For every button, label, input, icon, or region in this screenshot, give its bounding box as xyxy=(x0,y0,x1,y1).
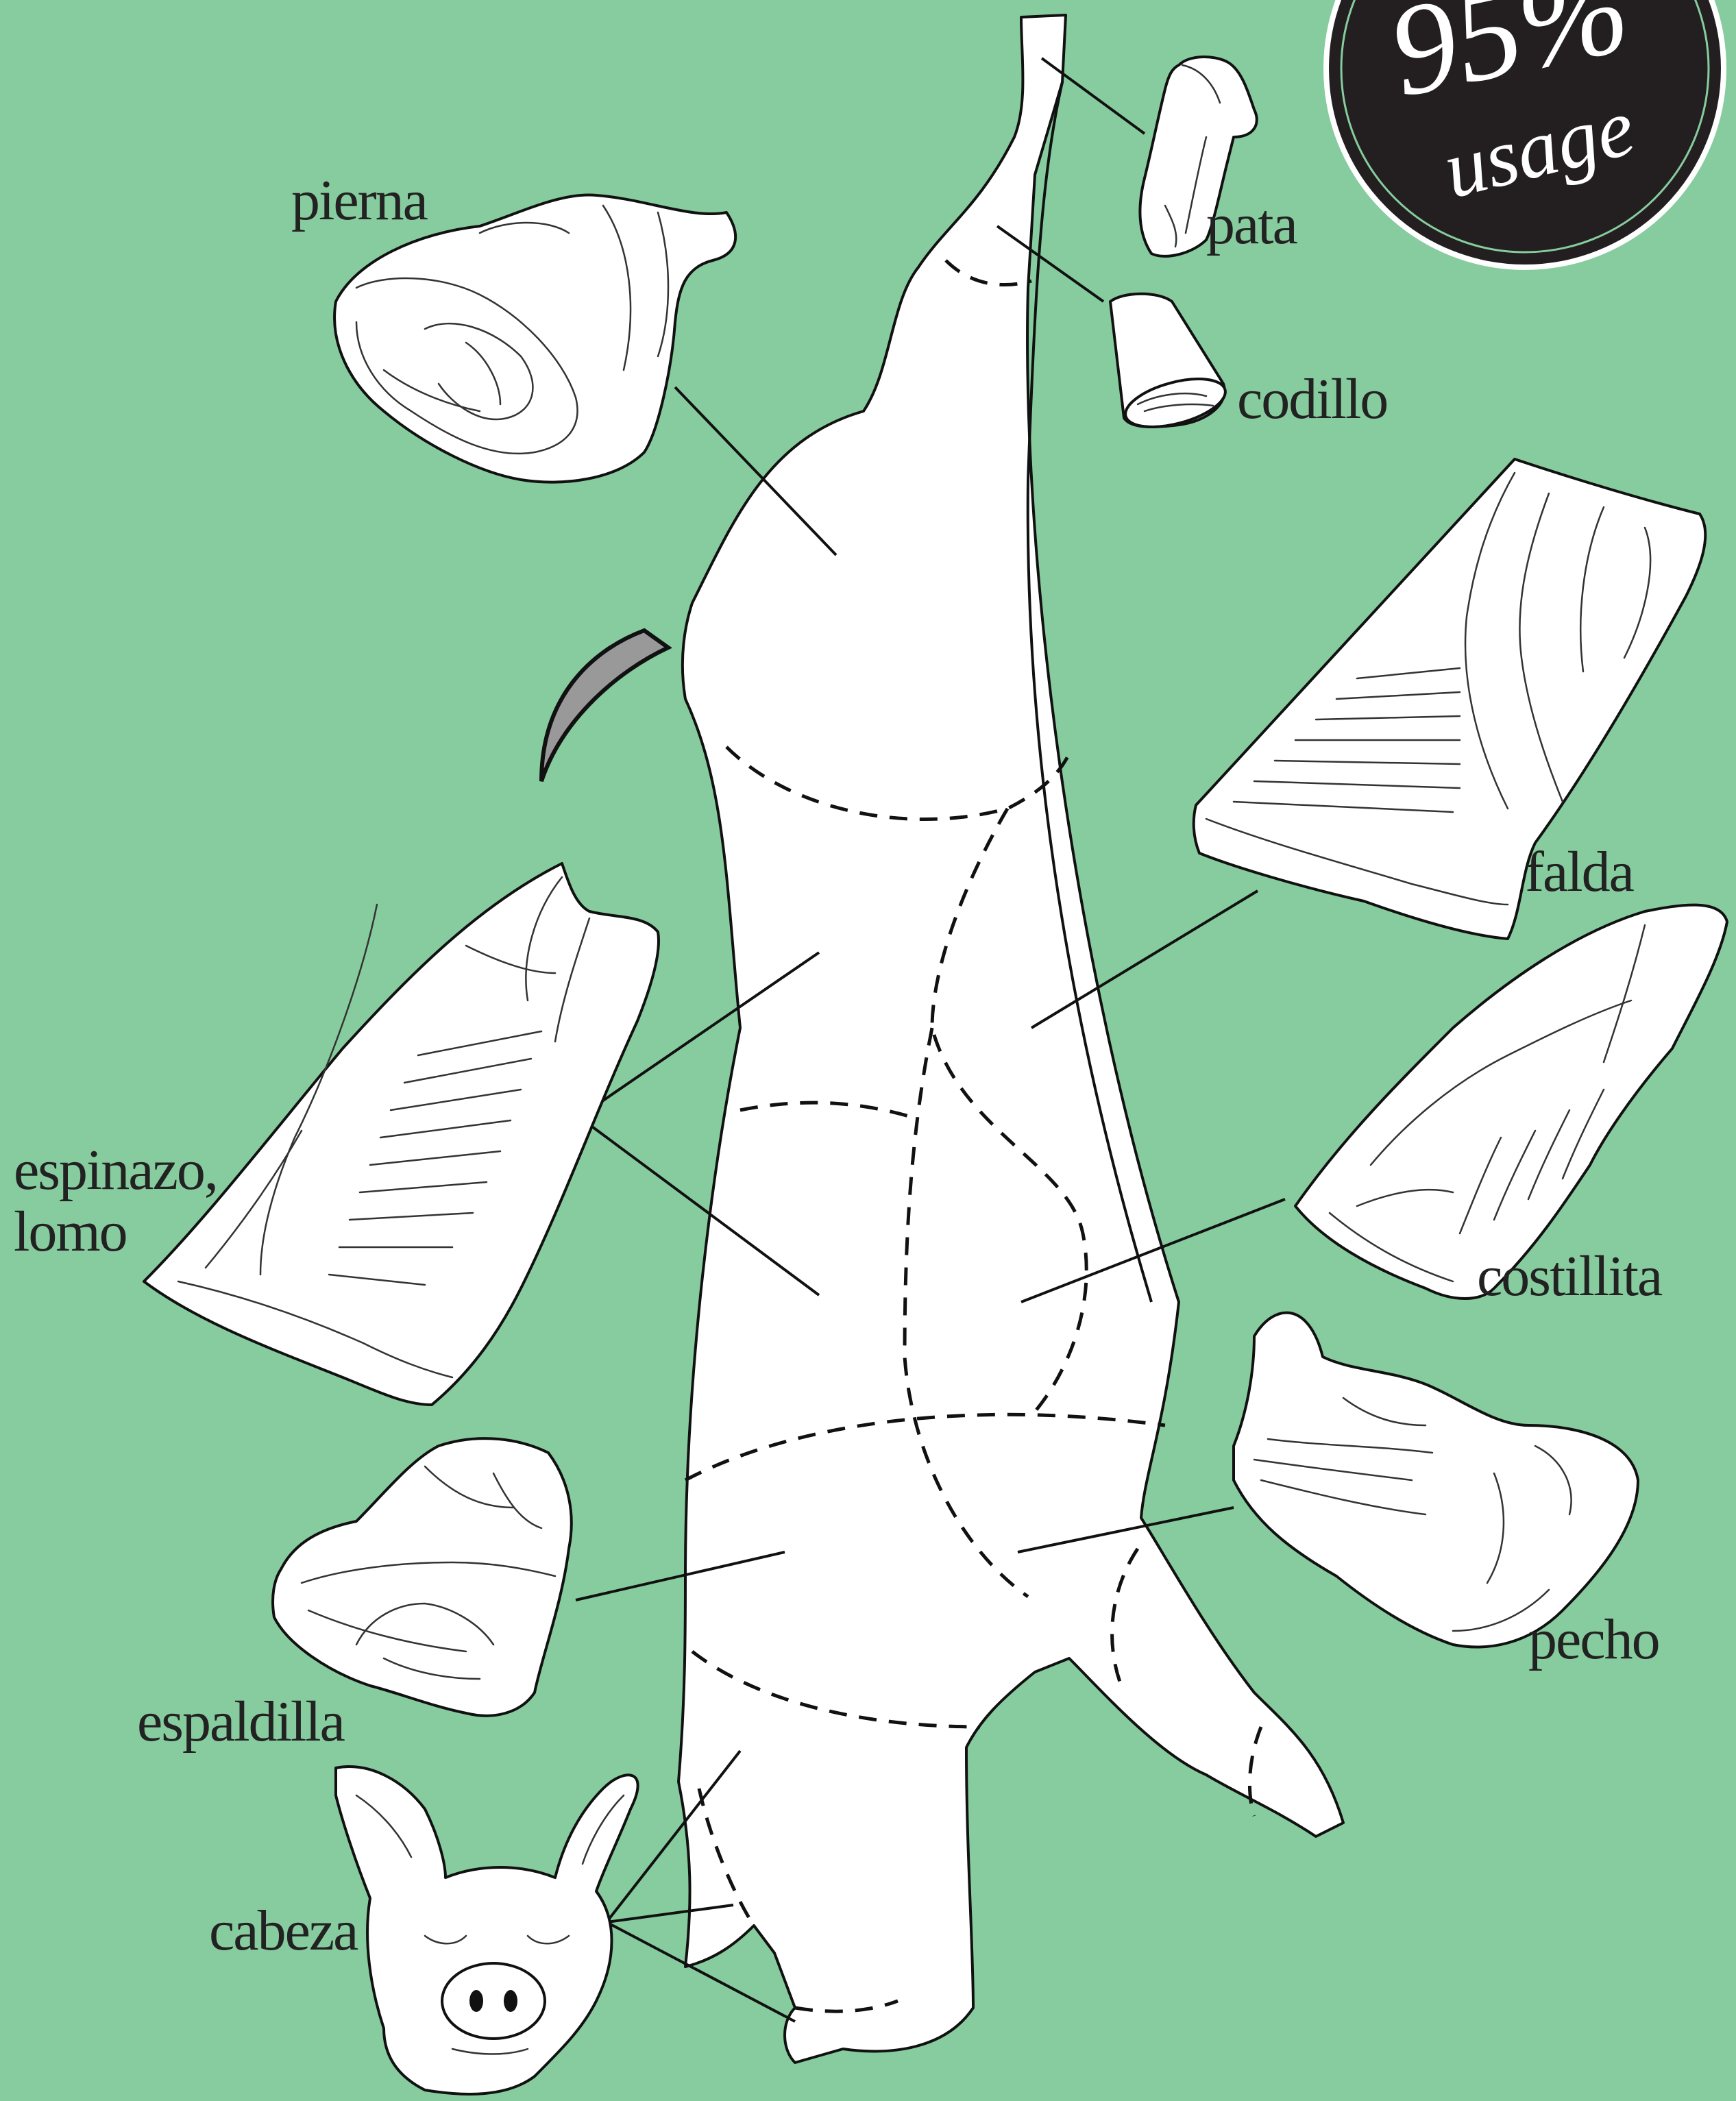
label-codillo: codillo xyxy=(1237,367,1387,431)
label-costillita: costillita xyxy=(1477,1244,1663,1308)
ribs-icon xyxy=(1295,905,1727,1299)
usage-badge: 95% usage xyxy=(1326,0,1724,267)
breast-icon xyxy=(1234,1313,1638,1647)
label-cabeza: cabeza xyxy=(209,1899,358,1963)
label-pecho: pecho xyxy=(1528,1608,1659,1671)
label-espaldilla: espaldilla xyxy=(137,1690,345,1754)
tail-icon xyxy=(541,630,668,781)
hock-icon xyxy=(1110,294,1230,437)
ham-icon xyxy=(334,195,735,482)
label-pierna: pierna xyxy=(291,169,428,232)
nostril-left xyxy=(469,1990,483,2012)
loin-icon xyxy=(144,863,659,1405)
nostril-right xyxy=(504,1990,517,2012)
shoulder-icon xyxy=(273,1438,572,1716)
label-pata: pata xyxy=(1206,193,1298,256)
label-espinazo: espinazo, xyxy=(14,1138,217,1202)
pig-head-icon xyxy=(336,1767,638,2094)
label-lomo: lomo xyxy=(14,1200,127,1264)
carcass-outline xyxy=(678,15,1343,2063)
label-falda: falda xyxy=(1525,840,1635,904)
snout xyxy=(442,1963,545,2039)
